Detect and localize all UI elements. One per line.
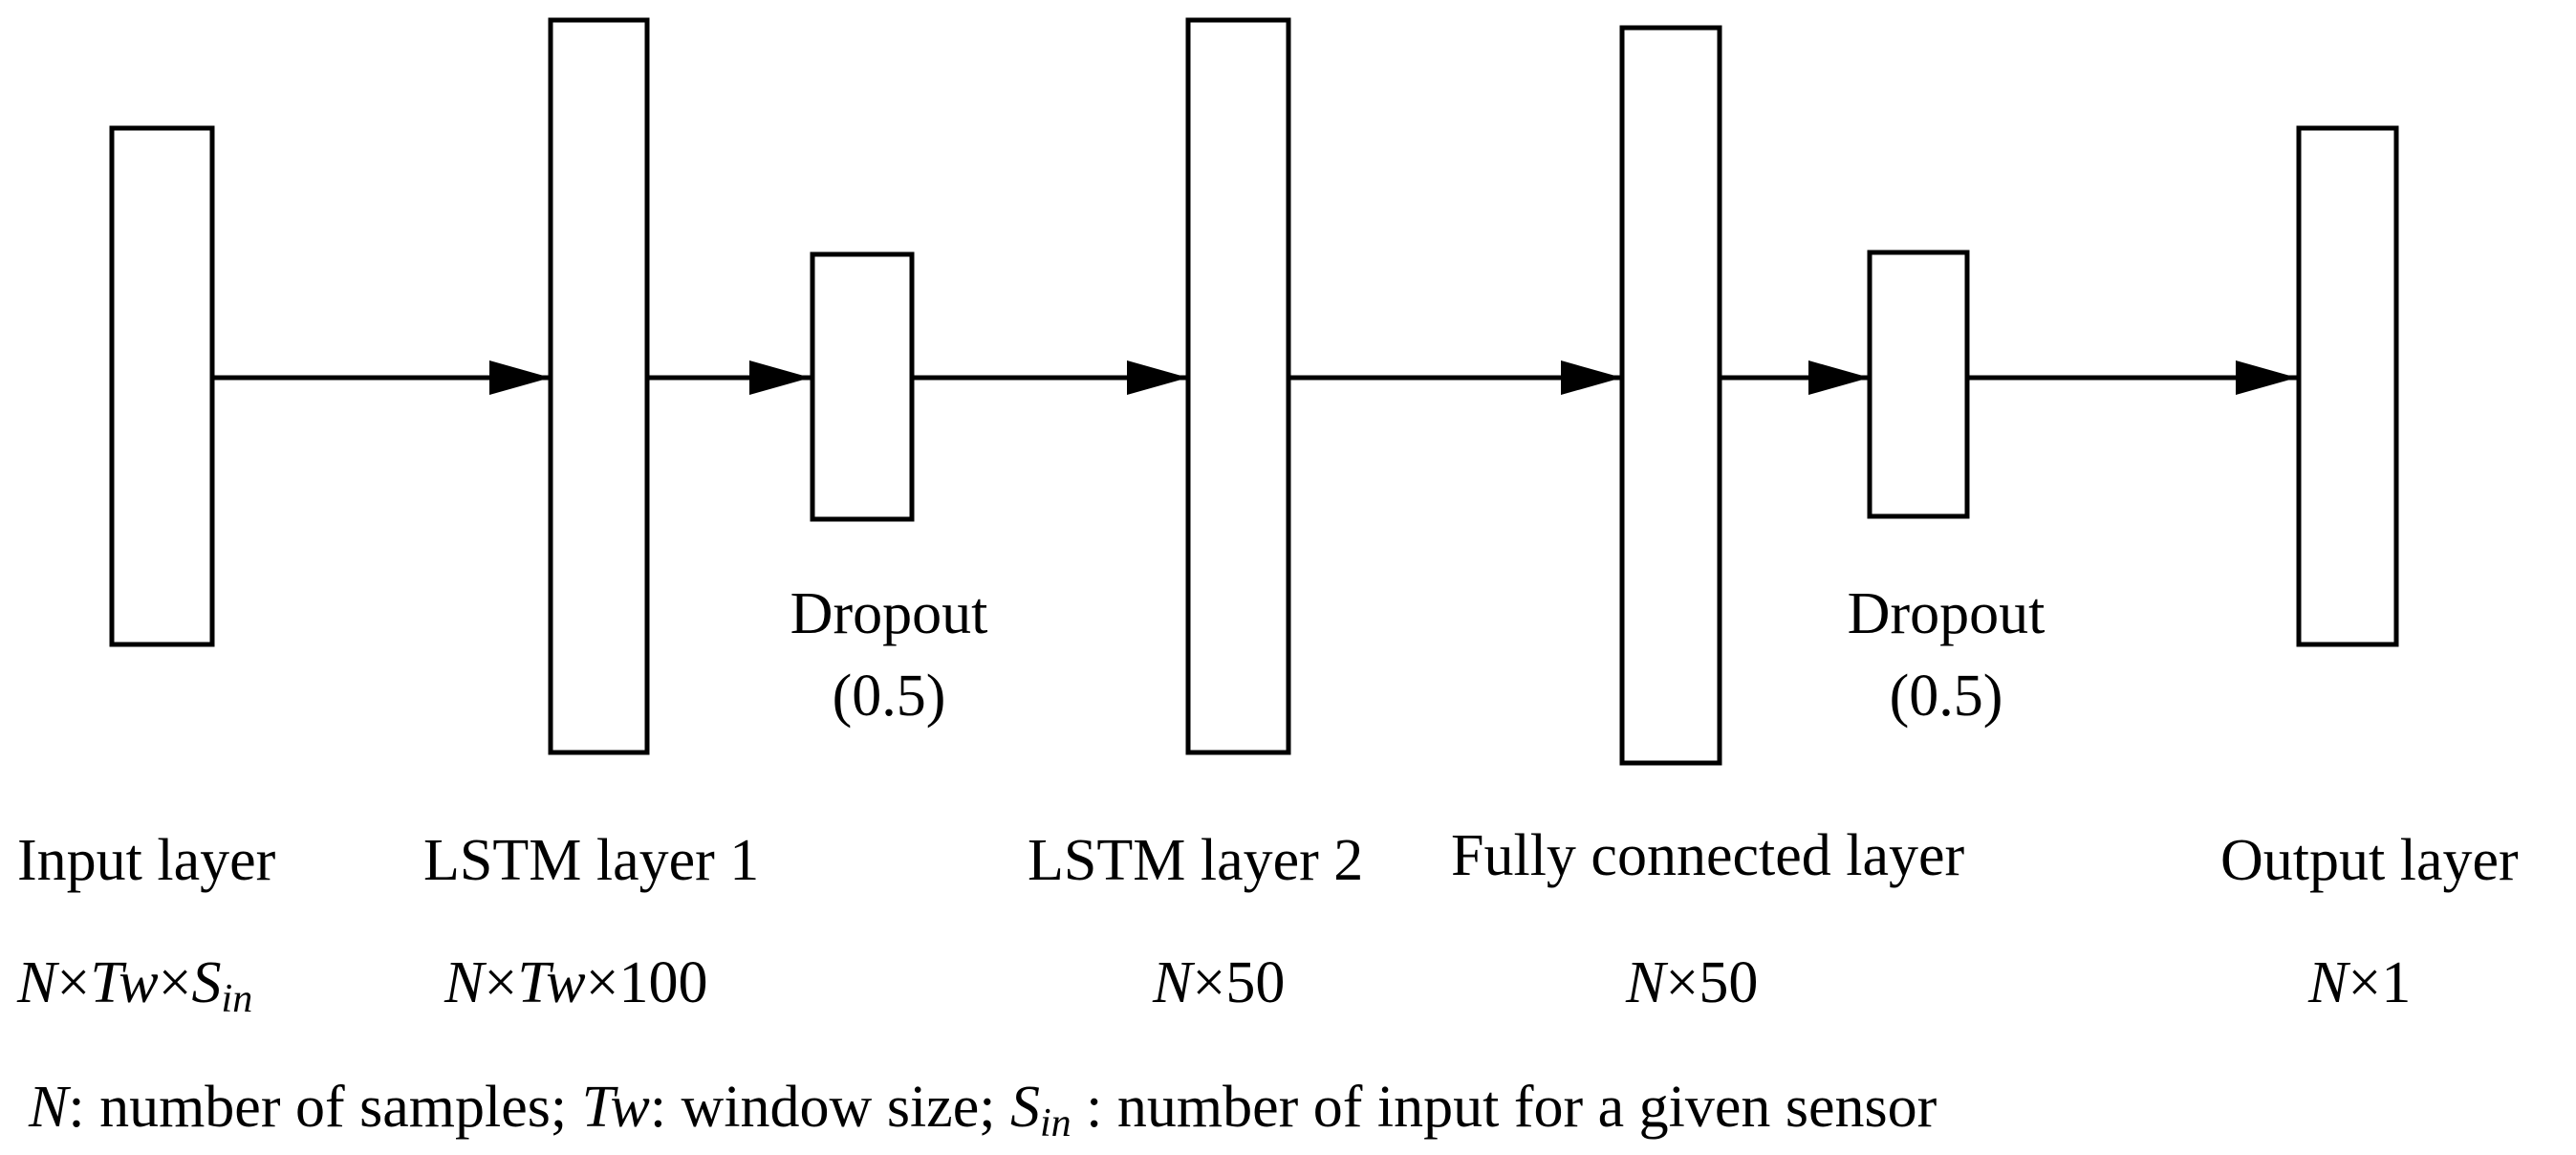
lstm-layer-2-dimension: N×50 bbox=[1152, 950, 1285, 1015]
output-layer-box bbox=[2296, 125, 2399, 647]
input-layer-box bbox=[109, 125, 215, 647]
lstm-layer-1-dimension: N×Tw×100 bbox=[444, 950, 708, 1015]
dropout-2-label: Dropout bbox=[1848, 581, 2046, 646]
output-layer-dimension: N×1 bbox=[2307, 950, 2411, 1015]
dropout-1-label: Dropout bbox=[790, 581, 988, 646]
dropout-1-rate: (0.5) bbox=[833, 664, 946, 729]
dropout-1-box bbox=[810, 251, 915, 522]
symbol-legend: N: number of samples; Tw: window size; S… bbox=[28, 1075, 1937, 1145]
lstm-layer-1-label: LSTM layer 1 bbox=[423, 828, 759, 893]
dropout-2-rate: (0.5) bbox=[1890, 664, 2003, 729]
fully-connected-layer-box bbox=[1619, 25, 1722, 766]
lstm-layer-1-box bbox=[548, 17, 650, 755]
dropout-2-box bbox=[1867, 250, 1970, 519]
lstm-layer-2-box bbox=[1185, 17, 1291, 755]
fully-connected-layer-label: Fully connected layer bbox=[1451, 823, 1964, 888]
input-layer-dimension: N×Tw×Sin bbox=[16, 950, 252, 1021]
output-layer-label: Output layer bbox=[2220, 828, 2519, 893]
input-layer-label: Input layer bbox=[17, 828, 276, 893]
lstm-layer-2-label: LSTM layer 2 bbox=[1028, 828, 1363, 893]
fully-connected-layer-dimension: N×50 bbox=[1625, 950, 1758, 1015]
